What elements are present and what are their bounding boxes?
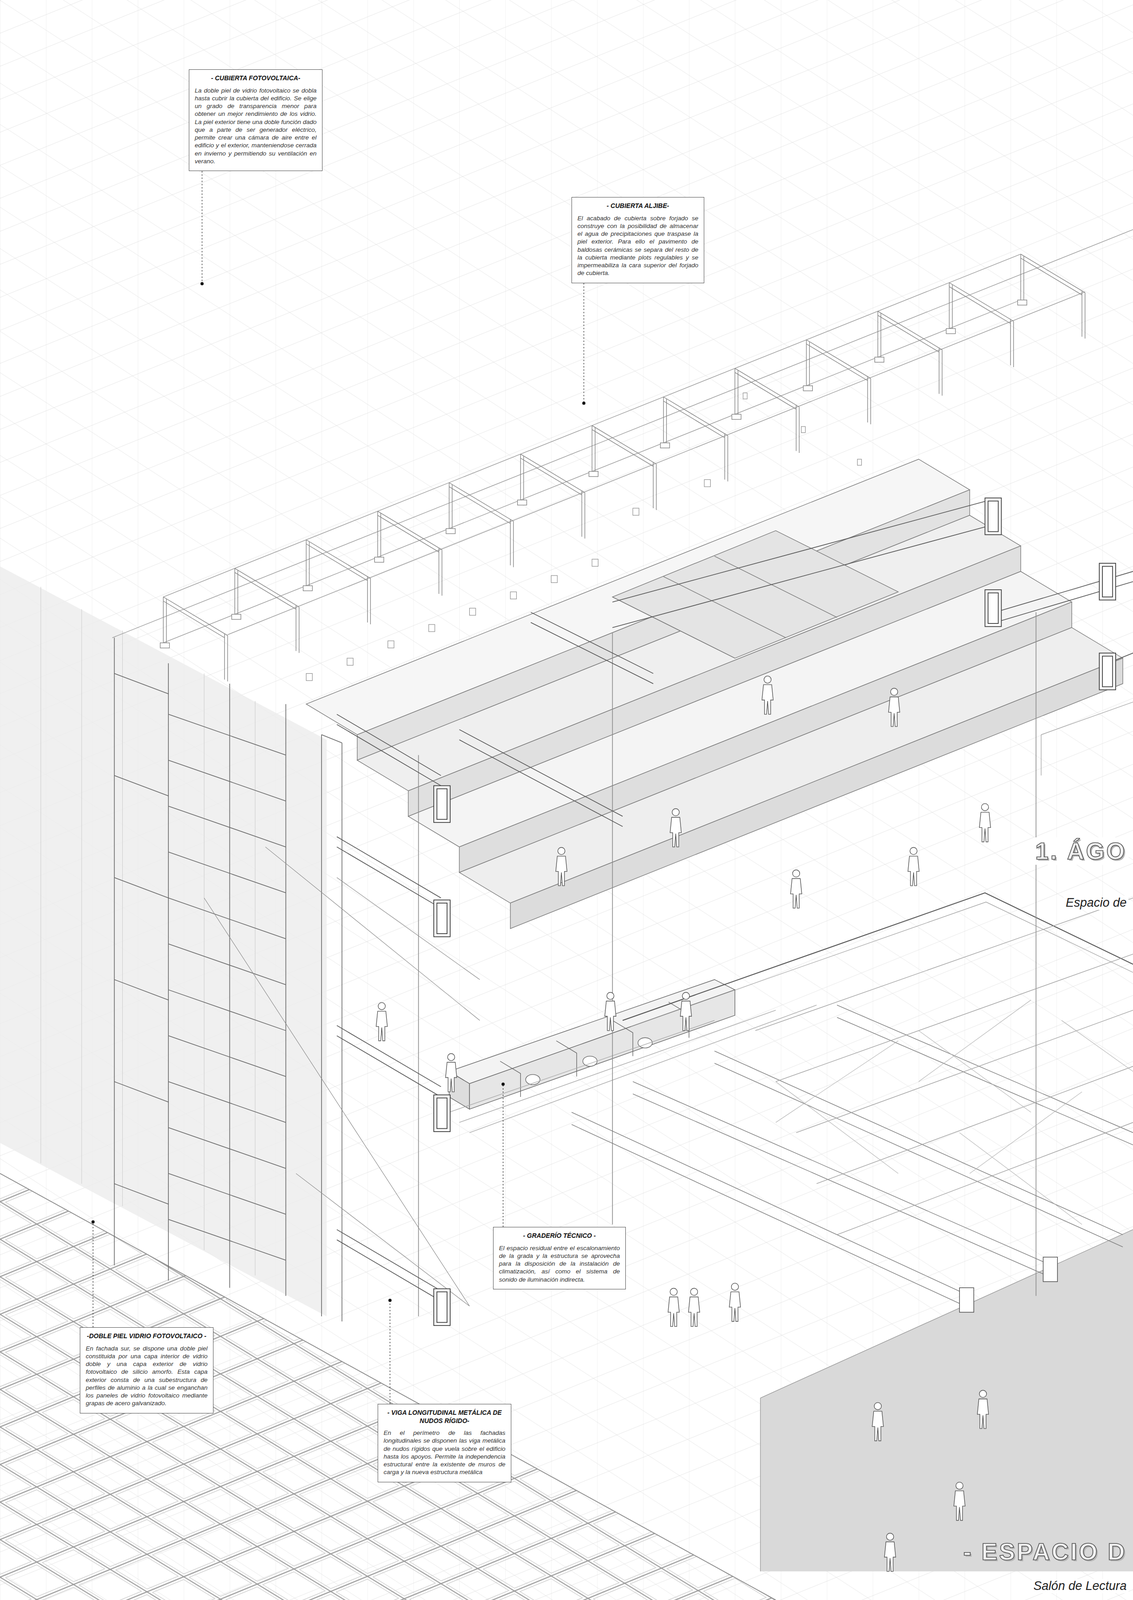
callout-box: - VIGA LONGITUDINAL METÁLICA DE NUDOS RÍ… — [377, 1403, 512, 1483]
callout-heading: -DOBLE PIEL VIDRIO FOTOVOLTAICO - — [85, 1332, 208, 1341]
leader-dot — [200, 282, 204, 286]
leader-dot — [388, 1299, 392, 1303]
reading-hall-floor — [760, 1229, 1133, 1572]
agora-platform — [622, 701, 1133, 1027]
callout-box: -DOBLE PIEL VIDRIO FOTOVOLTAICO - En fach… — [79, 1327, 214, 1414]
grandstand-tiers — [306, 459, 1123, 929]
callout-box: - CUBIERTA FOTOVOLTAICA- La doble piel de… — [188, 69, 323, 172]
leader-line — [92, 1221, 94, 1328]
leader-line — [583, 283, 584, 404]
leader-line — [502, 1084, 504, 1227]
callout-body: El espacio residual entre el escalonamie… — [498, 1244, 620, 1284]
leader-dot — [501, 1082, 505, 1087]
callout-box: - GRADERÍO TÉCNICO - El espacio residual … — [493, 1226, 626, 1290]
hall-truss — [571, 898, 1133, 1313]
space-title: 1. ÁGO — [1033, 837, 1129, 865]
callout-heading: - CUBIERTA ALJIBE- — [577, 202, 699, 211]
leader-line — [201, 171, 203, 284]
callout-body: En fachada sur, se dispone una doble pie… — [85, 1344, 208, 1408]
space-title: - ESPACIO D — [961, 1538, 1129, 1566]
leader-dot — [91, 1220, 95, 1224]
leader-line — [389, 1300, 390, 1404]
space-subtitle: Salón de Lectura — [1031, 1579, 1129, 1594]
human-figures — [376, 675, 991, 1572]
space-subtitle: Espacio de — [1063, 895, 1129, 910]
lower-grandstand — [449, 979, 817, 1133]
floor-tiles — [0, 1173, 776, 1600]
callout-heading: - CUBIERTA FOTOVOLTAICA- — [194, 74, 317, 83]
callout-body: En el perímetro de las fachadas longitud… — [383, 1429, 506, 1477]
longitudinal-beams — [336, 498, 1133, 1326]
callout-body: El acabado de cubierta sobre forjado se … — [577, 214, 699, 278]
scaffold-structure — [114, 612, 1037, 1322]
callout-box: - CUBIERTA ALJIBE- El acabado de cubierta… — [571, 197, 705, 284]
callout-body: La doble piel de vidrio fotovoltaico se … — [194, 86, 317, 166]
leader-dot — [582, 401, 586, 406]
callout-heading: - VIGA LONGITUDINAL METÁLICA DE NUDOS RÍ… — [383, 1408, 506, 1425]
callout-heading: - GRADERÍO TÉCNICO - — [498, 1231, 620, 1241]
